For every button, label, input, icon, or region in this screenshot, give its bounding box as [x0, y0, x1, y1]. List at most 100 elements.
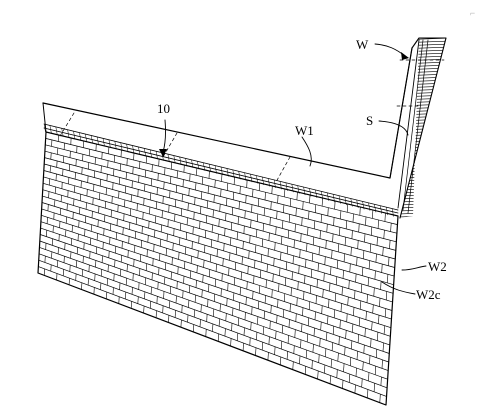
hatch-line — [378, 220, 379, 228]
hatch-line — [381, 377, 382, 386]
hatch-line — [300, 356, 301, 364]
hatch-line — [267, 264, 268, 272]
hatch-line — [398, 107, 450, 109]
hatch-line — [398, 110, 450, 112]
hatch-line — [240, 287, 241, 295]
hatch-line — [312, 253, 313, 261]
hatch-line — [382, 360, 383, 369]
hatch-line — [265, 192, 266, 200]
hatch-line — [148, 235, 149, 242]
hatch-line — [360, 207, 361, 215]
hatch-line — [299, 266, 300, 274]
hatch-line — [225, 228, 226, 236]
hatch-line — [355, 385, 356, 393]
hatch-line — [233, 293, 234, 301]
hatch-line — [290, 198, 291, 206]
hatch-line — [41, 222, 391, 337]
hatch-line — [179, 252, 180, 259]
hatch-line — [300, 250, 301, 258]
hatch-line — [275, 243, 276, 251]
hatch-line — [210, 255, 211, 262]
hatch-line — [309, 211, 310, 219]
hatch-line — [385, 309, 386, 318]
hatch-line — [266, 280, 267, 288]
hatch-line — [269, 233, 270, 241]
hatch-line — [334, 217, 335, 225]
hatch-line — [223, 258, 224, 266]
hatch-line — [233, 308, 234, 316]
hatch-line — [164, 277, 165, 284]
hatch-line — [280, 268, 281, 276]
hatch-line — [324, 273, 325, 281]
label-w1: W1 — [295, 123, 314, 138]
hatch-line — [375, 271, 376, 280]
hatch-line — [344, 254, 345, 262]
hatch-line — [359, 224, 360, 232]
hatch-line — [188, 203, 189, 210]
hatch-line — [294, 240, 295, 248]
hatch-line — [331, 267, 332, 275]
hatch-line — [343, 270, 344, 278]
hatch-line — [298, 282, 299, 290]
hatch-line — [377, 237, 378, 246]
hatch-line — [316, 296, 317, 304]
hatch-line — [236, 247, 237, 255]
hatch-line — [343, 380, 344, 388]
hatch-line — [211, 240, 212, 248]
hatch-line — [177, 171, 178, 178]
hatch-line — [289, 214, 290, 222]
hatch-line — [398, 101, 450, 103]
hatch-line — [164, 182, 165, 189]
hatch-line — [196, 168, 197, 175]
hatch-line — [382, 264, 383, 273]
hatch-line — [398, 44, 450, 46]
hatch-line — [256, 348, 257, 356]
hatch-line — [259, 286, 260, 294]
hatch-line — [203, 275, 204, 282]
hatch-line — [376, 349, 377, 358]
hatch-line — [381, 281, 382, 290]
hatch-line — [295, 224, 296, 232]
hatch-line — [138, 297, 139, 304]
hatch-line — [345, 347, 346, 355]
hatch-line — [221, 189, 222, 197]
hatch-line — [277, 211, 278, 219]
hatch-line — [327, 316, 328, 324]
hatch-line — [398, 140, 450, 142]
hatch-line — [356, 274, 357, 282]
hatch-line — [398, 89, 450, 91]
hatch-line — [283, 205, 284, 213]
hatch-line — [252, 205, 253, 213]
hatch-line — [367, 390, 368, 398]
hatch-line — [334, 310, 335, 318]
label-w2c: W2c — [416, 287, 441, 302]
hatch-line — [197, 266, 198, 273]
hatch-line — [332, 343, 333, 351]
hatch-line — [219, 319, 220, 327]
hatch-line — [231, 339, 232, 347]
hatch-line — [330, 283, 331, 291]
hatch-line — [287, 246, 288, 254]
hatch-line — [314, 328, 315, 336]
hatch-line — [281, 236, 282, 244]
hatch-line — [352, 231, 353, 239]
hatch-line — [340, 211, 341, 219]
hatch-line — [380, 394, 381, 403]
hatch-line — [212, 225, 213, 233]
hatch-line — [398, 209, 450, 211]
hatch-line — [383, 343, 384, 352]
hatch-line — [362, 267, 363, 275]
hatch-line — [249, 251, 250, 259]
hatch-line — [398, 65, 450, 67]
hatch-line — [315, 205, 316, 213]
hatch-line — [244, 328, 245, 336]
hatch-line — [320, 338, 321, 346]
hatch-line — [356, 368, 357, 376]
hatch-line — [359, 318, 360, 326]
hatch-line — [261, 255, 262, 263]
hatch-line — [281, 252, 282, 260]
hatch-line — [352, 324, 353, 332]
hatch-line — [323, 289, 324, 297]
hatch-line — [318, 263, 319, 271]
hatch-line — [398, 92, 450, 94]
